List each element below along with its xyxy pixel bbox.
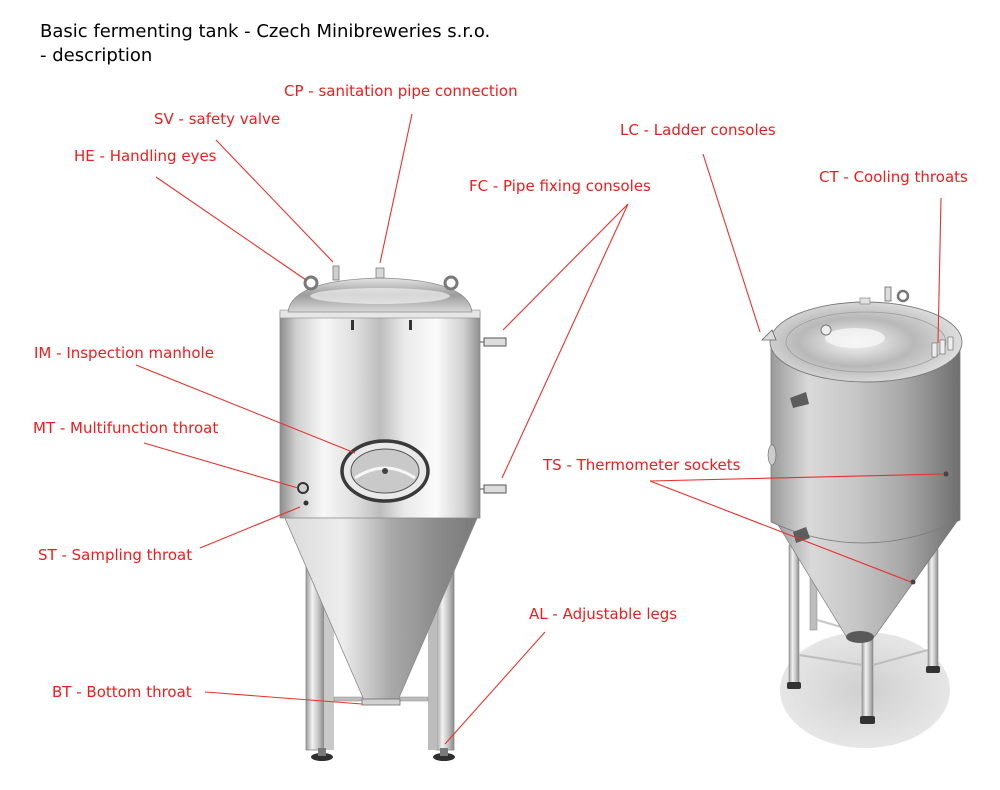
front-dome-highlight [310,288,450,304]
leader-al [444,631,546,745]
perspective-leg-3 [927,544,939,671]
perspective-leg-1 [788,544,800,686]
inspection-manhole-handle [382,468,388,474]
leader-fc-1 [502,203,629,331]
thermometer-socket-lower [910,579,916,585]
leader-he [155,176,307,281]
bottom-throat [361,698,401,706]
top-fitting-right [409,320,412,330]
leader-bt [204,691,363,705]
front-tank [279,265,507,761]
front-foot-left-stem [318,748,326,756]
leader-cp [379,113,413,264]
pipe-fixing-console-lower [483,484,507,494]
handling-eye-left [303,275,319,291]
leader-mt [143,442,299,489]
label-al: AL - Adjustable legs [529,605,678,623]
perspective-body [770,344,961,544]
label-sv: SV - safety valve [154,110,281,128]
top-fitting-left [351,320,354,330]
perspective-tank [761,286,963,748]
title-line-2: - description [40,45,153,66]
sampling-throat [303,500,309,506]
label-im: IM - Inspection manhole [34,344,214,362]
label-fc: FC - Pipe fixing consoles [469,177,651,195]
leader-ts-2 [649,480,912,583]
label-ct: CT - Cooling throats [819,168,968,186]
pipe-fixing-console-upper [483,337,507,347]
page-title: Basic fermenting tank - Czech Minibrewer… [40,20,490,68]
label-he: HE - Handling eyes [74,147,217,165]
cooling-throat-1 [931,342,938,358]
leader-sv [215,139,334,263]
leader-lc [702,153,761,333]
front-foot-right-stem [440,748,448,756]
cooling-throat-2 [939,339,946,355]
cooling-throat-3 [947,336,954,351]
title-line-1: Basic fermenting tank - Czech Minibrewer… [40,21,491,42]
leader-lines [135,113,945,745]
leader-fc-2 [501,203,629,479]
label-cp: CP - sanitation pipe connection [284,82,518,100]
ladder-console [761,329,777,341]
sanitation-pipe-connection [375,267,385,279]
leader-im [135,364,356,454]
handling-eye-right [443,275,459,291]
safety-valve [332,265,340,281]
leader-st [199,506,301,549]
front-foot-right [433,753,455,761]
label-ts: TS - Thermometer sockets [543,456,741,474]
front-foot-left [311,753,333,761]
label-bt: BT - Bottom throat [52,683,192,701]
front-leg-left-inner [324,530,334,750]
leader-ts-1 [649,473,945,482]
label-lc: LC - Ladder consoles [620,121,776,139]
leader-ct [937,197,942,344]
label-mt: MT - Multifunction throat [33,419,219,437]
thermometer-socket-upper [943,471,949,477]
front-leg-right-inner [428,530,437,750]
label-st: ST - Sampling throat [38,546,193,564]
multifunction-throat [297,482,309,494]
